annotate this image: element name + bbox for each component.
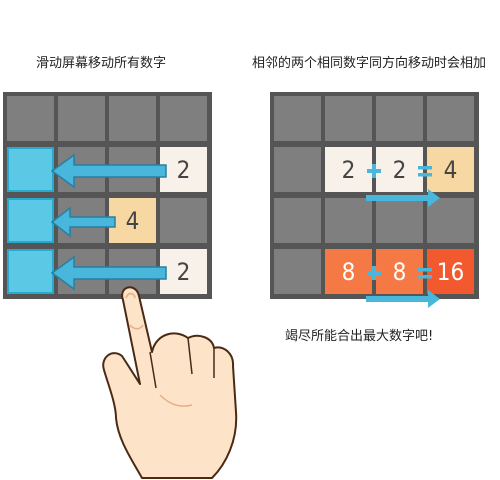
merged-result-tile: 16 [427,249,474,294]
pointing-hand-icon [102,286,238,479]
number-tile: 4 [109,198,156,243]
footer-caption: 竭尽所能合出最大数字吧! [285,329,434,344]
left-game-board: 2 4 2 [3,92,212,299]
grid-cell [160,198,207,243]
number-tile: 2 [376,147,423,192]
grid-cell [160,96,207,141]
grid-cell [58,96,105,141]
grid-cell [427,96,474,141]
grid-cell [376,96,423,141]
arrow-icon [366,290,440,308]
arrow-icon [50,255,167,291]
number-tile: 8 [376,249,423,294]
grid-cell [376,198,423,243]
grid-cell [325,198,372,243]
merged-result-tile: 4 [427,147,474,192]
equals-icon [418,268,432,279]
grid-cell [325,96,372,141]
grid-cell [274,198,321,243]
grid-cell [274,96,321,141]
number-tile: 2 [325,147,372,192]
plus-icon [367,164,381,178]
right-caption: 相邻的两个相同数字同方向移动时会相加 [252,56,487,71]
arrow-icon [50,153,167,189]
number-tile: 2 [160,147,207,192]
grid-cell [7,96,54,141]
right-game-board: 2 2 4 8 8 16 [270,92,479,299]
arrow-icon [50,206,116,238]
arrow-icon [366,189,440,207]
grid-cell [427,198,474,243]
number-tile: 2 [160,249,207,294]
number-tile: 8 [325,249,372,294]
equals-icon [418,166,432,177]
grid-cell [274,249,321,294]
plus-icon [367,266,381,280]
grid-cell [109,96,156,141]
grid-cell [274,147,321,192]
left-caption: 滑动屏幕移动所有数字 [36,56,167,71]
